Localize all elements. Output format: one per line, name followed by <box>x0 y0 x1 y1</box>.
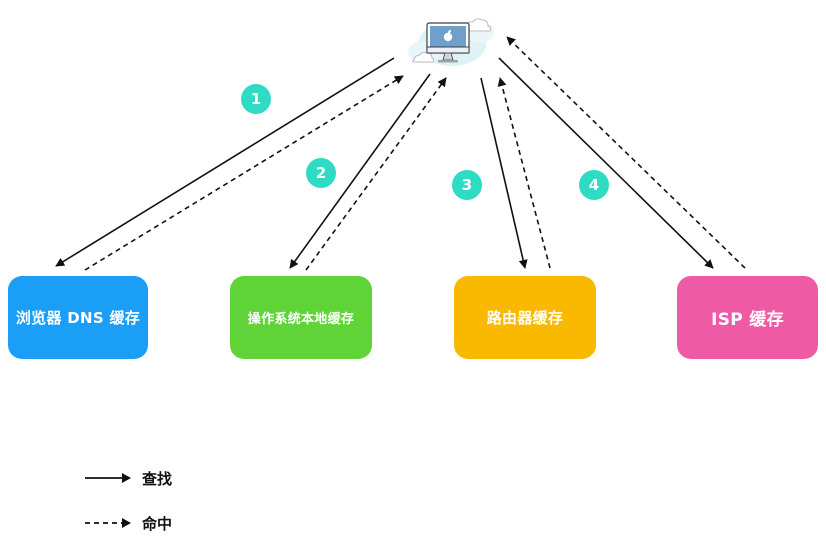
router-cache-box: 路由器缓存 <box>454 276 596 359</box>
step-badge-2: 2 <box>306 158 336 188</box>
lookup-arrow-router <box>480 77 528 269</box>
step-badge-4: 4 <box>579 170 609 200</box>
hit-arrow-isp <box>506 36 746 269</box>
legend-hit: 命中 <box>84 513 172 533</box>
legend-lookup-label: 查找 <box>142 469 173 488</box>
legend-hit-label: 命中 <box>142 514 173 533</box>
step-badge-1: 1 <box>241 84 271 114</box>
lookup-arrow-os <box>289 73 431 269</box>
computer-cloud-icon <box>408 18 494 66</box>
isp-cache-box: ISP 缓存 <box>677 276 818 359</box>
browser-dns-cache-box: 浏览器 DNS 缓存 <box>8 276 148 359</box>
solid-arrow-icon <box>85 473 131 483</box>
hit-arrow-os <box>305 77 447 271</box>
step-badge-3: 3 <box>452 170 482 200</box>
lookup-arrow-browser <box>55 57 395 267</box>
os-local-cache-box: 操作系统本地缓存 <box>230 276 372 359</box>
lookup-arrow-isp <box>498 57 714 269</box>
legend-lookup: 查找 <box>84 468 172 488</box>
dashed-arrow-icon <box>85 518 131 528</box>
hit-arrow-router <box>497 77 551 269</box>
hit-arrow-browser <box>84 75 404 271</box>
